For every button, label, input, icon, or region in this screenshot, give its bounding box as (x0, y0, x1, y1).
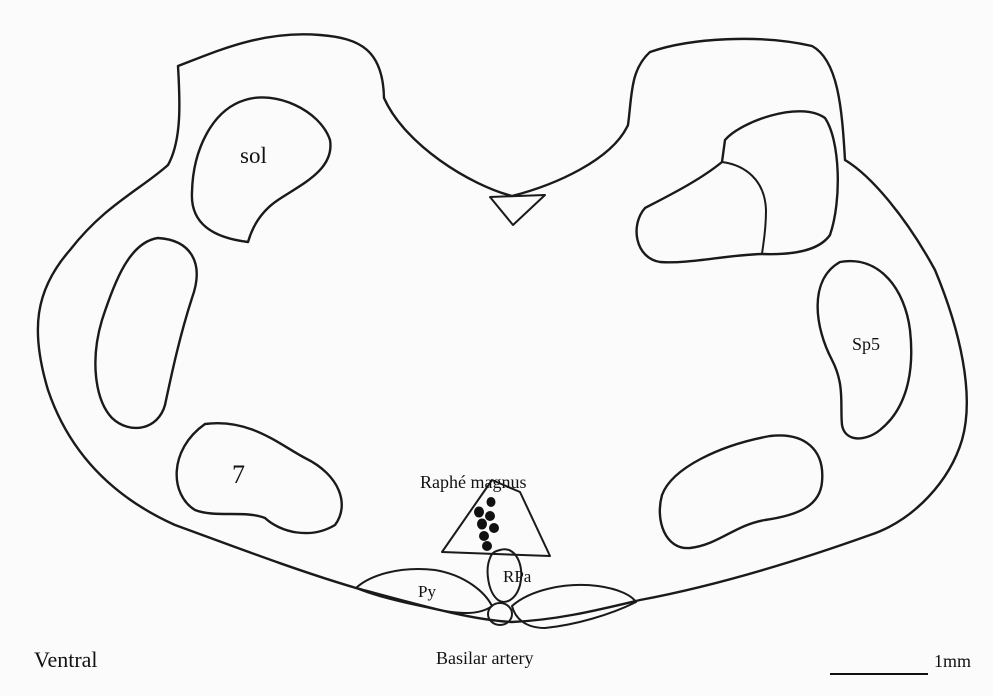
label-raphe-magnus: Raphé magnus (420, 472, 526, 492)
right-dorsal-region (637, 111, 838, 262)
fourth-ventricle-wedge (490, 195, 545, 225)
label-sp5: Sp5 (852, 334, 880, 354)
neuron-dot (489, 523, 499, 533)
label-scale-bar: 1mm (934, 651, 971, 671)
left-lateral-region (95, 238, 196, 428)
raphe-neuron-dots (474, 497, 499, 551)
sol-region (192, 97, 331, 242)
label-py: Py (418, 582, 436, 601)
label-ventral: Ventral (34, 647, 98, 672)
label-basilar-artery: Basilar artery (436, 648, 533, 668)
label-seven: 7 (232, 460, 245, 489)
neuron-dot (479, 531, 489, 541)
neuron-dot (477, 519, 487, 530)
right-dorsal-divider (722, 162, 766, 254)
right-ventral-region (660, 435, 822, 548)
neuron-dot (485, 511, 495, 521)
facial-nucleus-region (177, 423, 342, 533)
neuron-dot (487, 497, 496, 507)
label-rpa: RPa (503, 567, 532, 586)
neuron-dot (474, 507, 484, 518)
label-sol: sol (240, 143, 267, 168)
neuron-dot (482, 541, 492, 551)
